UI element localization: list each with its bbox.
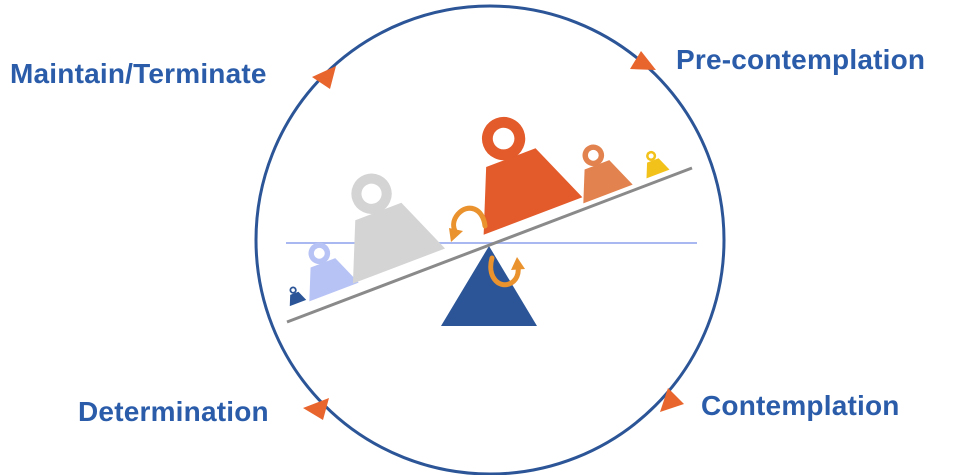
weight-mid-orange-icon bbox=[582, 144, 633, 204]
stage-label-precontemplation: Pre-contemplation bbox=[676, 44, 926, 75]
arrow-to-precontemplation-icon bbox=[630, 51, 656, 70]
arrow-to-determination-icon bbox=[303, 398, 329, 420]
balance-beam bbox=[286, 166, 693, 324]
arrow-to-contemplation-icon bbox=[660, 388, 684, 412]
weight-lavender-icon bbox=[308, 242, 359, 302]
rotation-arrow-lower-icon bbox=[488, 255, 525, 288]
weight-large-orange-icon bbox=[481, 116, 583, 235]
fulcrum-triangle bbox=[441, 246, 537, 326]
arrow-to-maintain-icon bbox=[312, 66, 336, 89]
weight-small-yellow-icon bbox=[646, 150, 670, 179]
cycle-circle bbox=[254, 4, 726, 475]
stage-label-determination: Determination bbox=[78, 396, 269, 427]
stage-label-contemplation: Contemplation bbox=[701, 390, 900, 421]
rotation-arrow-upper-icon bbox=[449, 205, 488, 242]
weight-gray-icon bbox=[351, 173, 446, 284]
stage-label-maintain-terminate: Maintain/Terminate bbox=[10, 58, 267, 89]
weight-small-navy-icon bbox=[289, 286, 307, 307]
